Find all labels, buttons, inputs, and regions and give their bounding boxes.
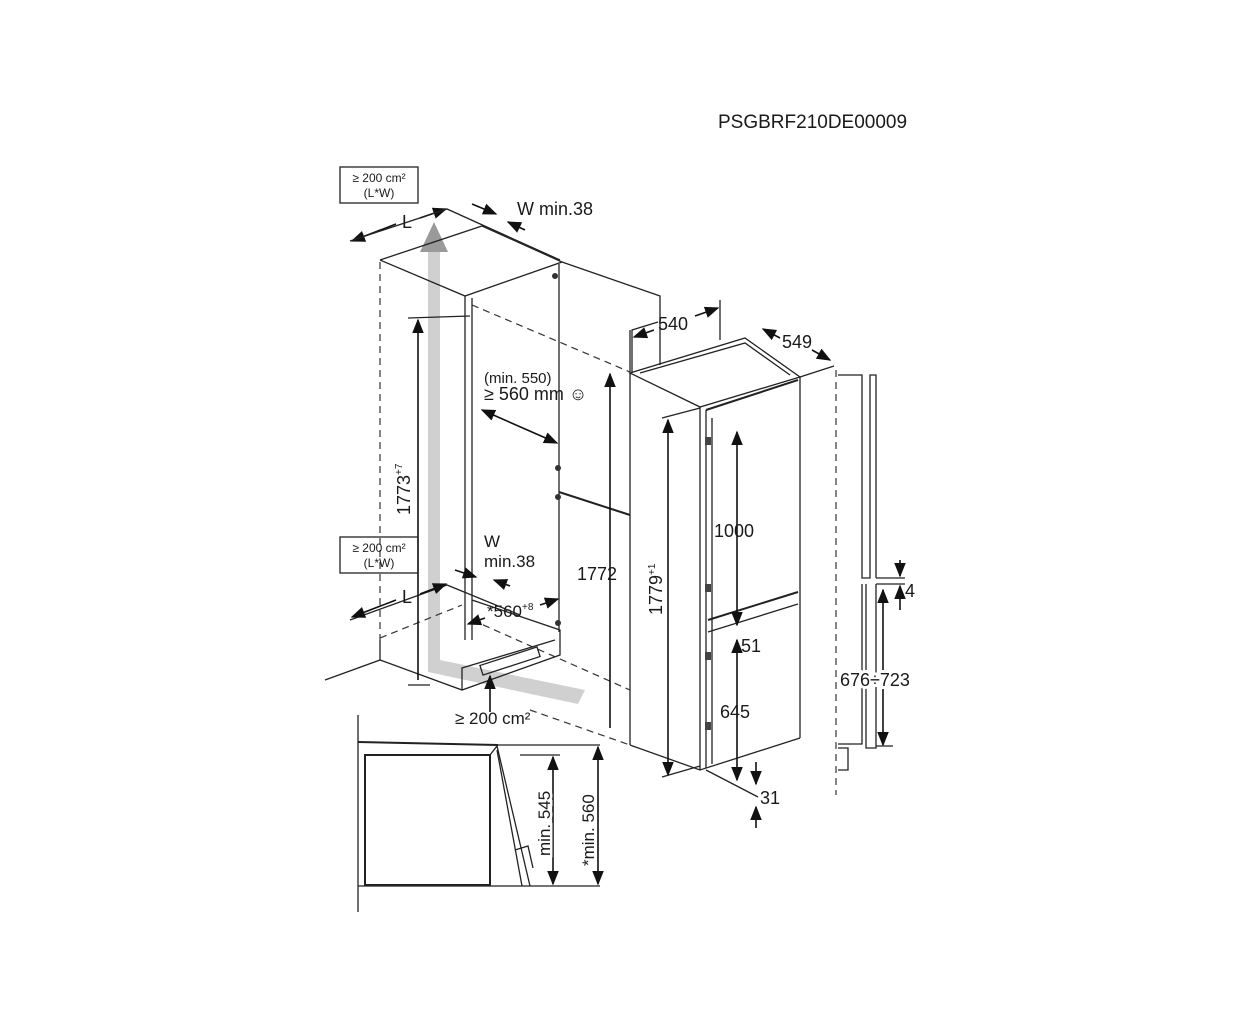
svg-text:(L*W): (L*W)	[364, 186, 395, 200]
door-height: 1779+1	[646, 563, 666, 615]
profile-range: 676÷723	[840, 670, 910, 690]
svg-text:≥ 200 cm²: ≥ 200 cm²	[352, 171, 405, 185]
section-view	[357, 715, 600, 912]
appliance-width: 540	[658, 314, 688, 334]
svg-text:≥ 200 cm²: ≥ 200 cm²	[352, 541, 405, 555]
door-gap: 51	[741, 636, 761, 656]
bottom-offset: 31	[760, 788, 780, 808]
bottom-vent-w: W	[484, 532, 500, 551]
plinth-vent: ≥ 200 cm²	[455, 709, 531, 728]
bottom-vent-label: ≥ 200 cm² (L*W)	[339, 536, 419, 574]
bottom-vent-min: min.38	[484, 552, 535, 571]
niche-width: *560+8	[487, 602, 534, 621]
top-vent-label: ≥ 200 cm² (L*W)	[339, 166, 419, 204]
niche-height: 1773+7	[394, 463, 414, 515]
cabinet-niche	[324, 208, 661, 746]
appliance-depth: 549	[782, 332, 812, 352]
niche-depth-min: (min. 550)	[484, 370, 552, 387]
upper-door-height: 1000	[714, 521, 754, 541]
door-profile	[835, 370, 877, 795]
bottom-vent-length: L	[402, 587, 412, 607]
svg-text:(L*W): (L*W)	[364, 556, 395, 570]
section-min-outer: *min. 560	[579, 794, 598, 866]
lower-door-height: 645	[720, 702, 750, 722]
fridge-appliance	[628, 337, 802, 771]
drawing-code: PSGBRF210DE00009	[718, 112, 907, 133]
profile-gap: 4	[905, 581, 915, 601]
appliance-height-niche: 1772	[577, 564, 617, 584]
section-min-inner: min. 545	[535, 791, 554, 856]
top-vent-width: W min.38	[517, 199, 593, 219]
niche-depth: ≥ 560 mm ☺	[484, 384, 587, 404]
